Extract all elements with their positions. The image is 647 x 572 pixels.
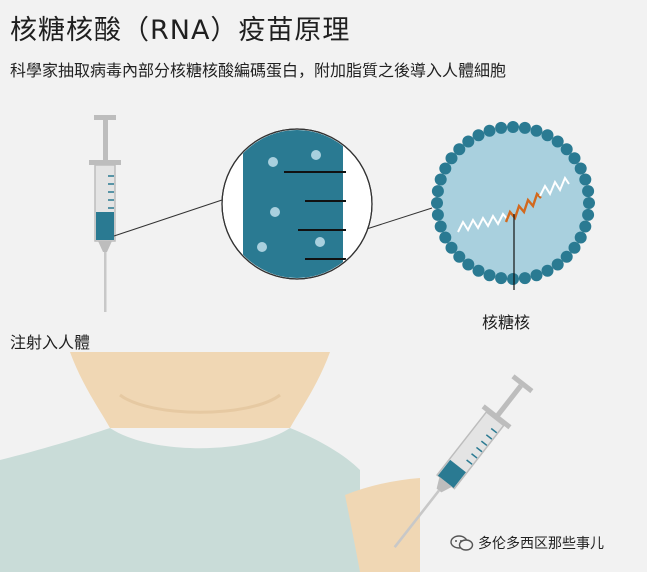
membrane-bead <box>541 264 554 277</box>
membrane-bead <box>439 162 452 175</box>
membrane-bead <box>582 185 595 198</box>
membrane-bead <box>579 173 592 186</box>
membrane-bead <box>445 152 458 165</box>
membrane-bead <box>434 173 447 186</box>
membrane-bead <box>530 269 543 282</box>
particle-core <box>439 129 587 277</box>
membrane-bead <box>582 208 595 221</box>
plunger-top <box>94 115 116 120</box>
membrane-bead <box>495 121 508 134</box>
rna-strand-white-2 <box>539 175 570 197</box>
watermark: 多伦多西区那些事儿 <box>450 533 604 553</box>
rna-strand-orange <box>504 191 542 223</box>
membrane-bead <box>551 258 564 271</box>
membrane-bead <box>560 250 573 263</box>
membrane-bead <box>483 269 496 282</box>
rna-strand-white <box>457 212 509 233</box>
shoulder-skin <box>345 478 420 572</box>
membrane-bead <box>434 220 447 233</box>
membrane-bead <box>518 272 531 285</box>
neck <box>70 352 330 428</box>
membrane-bead <box>462 135 475 148</box>
membrane-bead <box>574 162 587 175</box>
wechat-icon <box>450 535 474 551</box>
membrane-bead <box>568 241 581 254</box>
membrane-bead <box>551 135 564 148</box>
person-illustration <box>0 352 420 572</box>
membrane-bead <box>439 231 452 244</box>
needle-hub <box>98 241 112 252</box>
membrane-bead <box>445 241 458 254</box>
barrel-ticks <box>108 175 114 209</box>
lipid-particle <box>270 207 280 217</box>
lipid-particle <box>257 242 267 252</box>
zoom-magnifier <box>221 128 373 280</box>
leader-syringe-to-zoom <box>113 199 223 237</box>
membrane-bead <box>472 264 485 277</box>
membrane-beads <box>431 121 595 285</box>
membrane-bead <box>518 121 531 134</box>
zoom-ticks <box>284 171 346 260</box>
membrane-bead <box>453 143 466 156</box>
membrane-bead <box>431 208 444 221</box>
membrane-bead <box>462 258 475 271</box>
label-inject: 注射入人體 <box>10 333 91 352</box>
needle <box>104 252 107 312</box>
membrane-bead <box>431 185 444 198</box>
syringe-diagonal <box>393 374 534 549</box>
membrane-bead <box>507 273 519 285</box>
label-rna: 核糖核 <box>482 313 531 332</box>
vaccine-fluid <box>437 459 466 488</box>
plunger-rod <box>494 384 523 419</box>
page-subtitle: 科學家抽取病毒內部分核糖核酸編碼蛋白，附加脂質之後導入人體細胞 <box>10 61 507 80</box>
membrane-bead <box>541 129 554 142</box>
membrane-bead <box>495 272 508 285</box>
lipid-nanoparticle <box>431 121 595 290</box>
membrane-bead <box>560 143 573 156</box>
barrel-flange <box>89 160 121 165</box>
membrane-bead <box>579 220 592 233</box>
membrane-bead <box>483 124 496 137</box>
lipid-particle <box>311 150 321 160</box>
shirt <box>0 428 360 572</box>
membrane-bead <box>568 152 581 165</box>
membrane-bead <box>530 124 543 137</box>
membrane-bead <box>574 231 587 244</box>
membrane-bead <box>431 197 443 209</box>
membrane-bead <box>583 197 595 209</box>
needle <box>393 489 441 549</box>
plunger-top <box>511 374 534 394</box>
plunger-rod <box>103 120 108 162</box>
vaccine-fluid <box>96 212 114 240</box>
barrel-ticks <box>466 427 498 465</box>
watermark-text: 多伦多西区那些事儿 <box>478 536 604 552</box>
syringe-vertical <box>89 115 121 312</box>
needle-hub <box>436 476 453 493</box>
barrel-flange <box>481 404 512 430</box>
lipid-particle <box>268 157 278 167</box>
membrane-bead <box>472 129 485 142</box>
neck-shadow <box>119 393 281 414</box>
page-title: 核糖核酸（RNA）疫苗原理 <box>10 15 351 46</box>
membrane-bead <box>507 121 519 133</box>
zoom-vaccine-fluid <box>243 130 343 278</box>
lipid-particle <box>315 237 325 247</box>
membrane-bead <box>453 250 466 263</box>
